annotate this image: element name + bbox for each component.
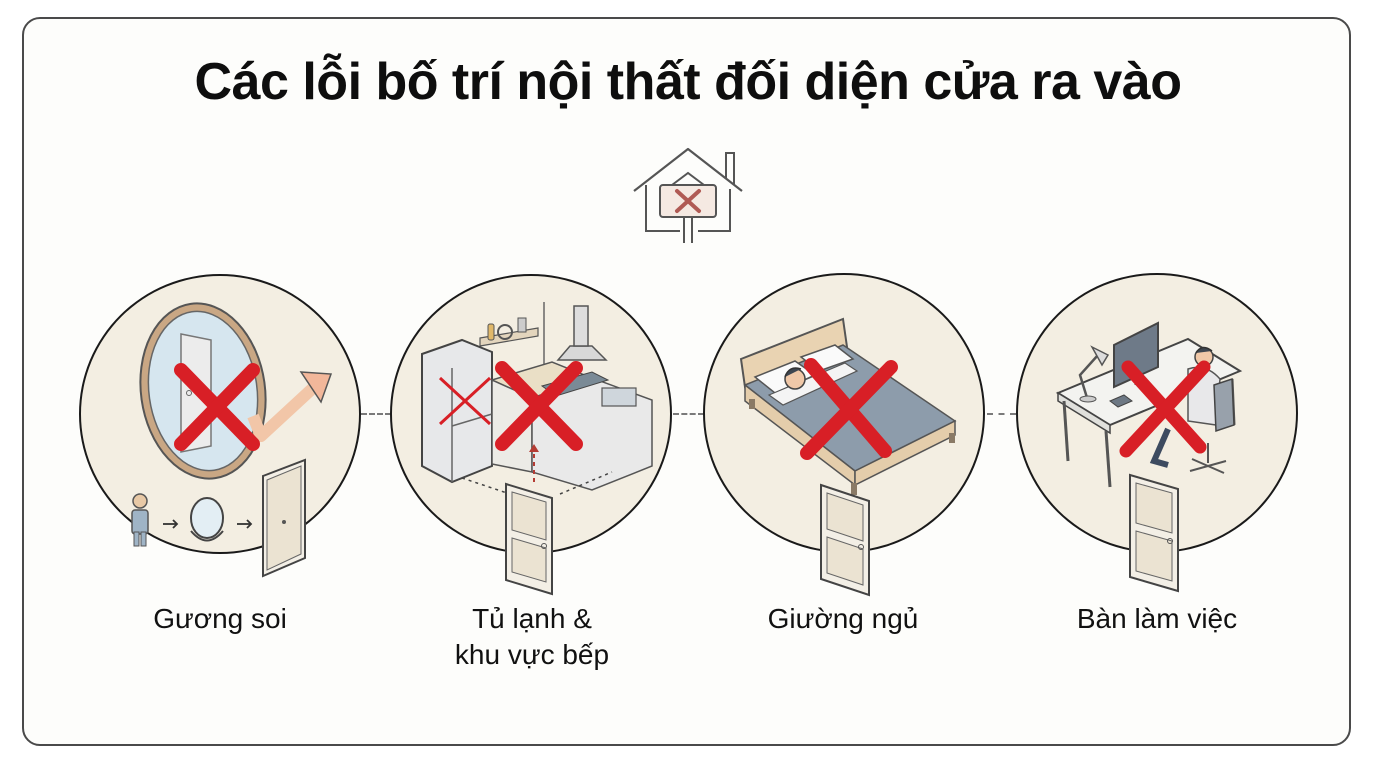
desk-workstation-icon <box>1055 321 1243 488</box>
label-mirror: Gương soi <box>153 603 287 634</box>
door-icon <box>820 483 870 597</box>
arrow-right-icon <box>163 519 253 529</box>
label-kitchen-line2: khu vực bếp <box>454 639 610 670</box>
kitchen-circle <box>390 274 672 596</box>
small-mirror-icon <box>190 497 224 542</box>
desk-circle <box>1016 273 1298 593</box>
bed-circle <box>703 273 985 597</box>
page-title: Các lỗi bố trí nội thất đối diện cửa ra … <box>194 53 1182 111</box>
label-bed: Giường ngủ <box>767 603 919 634</box>
person-icon <box>131 493 149 547</box>
bed-icon <box>739 317 957 495</box>
mirror-circle <box>79 274 361 578</box>
connector-line <box>987 413 1016 415</box>
connector-line <box>361 413 391 415</box>
connector-line <box>673 413 704 415</box>
door-icon <box>262 458 306 578</box>
label-kitchen: Tủ lạnh & khu vực bếp <box>412 601 652 673</box>
fridge-kitchen-icon <box>421 302 653 495</box>
house-with-x-sign-icon <box>633 147 743 243</box>
mirror-facing-door-icon <box>139 302 333 480</box>
label-kitchen-line1: Tủ lạnh & <box>472 603 592 634</box>
door-icon <box>505 482 553 596</box>
label-desk: Bàn làm việc <box>1076 603 1238 634</box>
door-icon <box>1129 473 1179 593</box>
